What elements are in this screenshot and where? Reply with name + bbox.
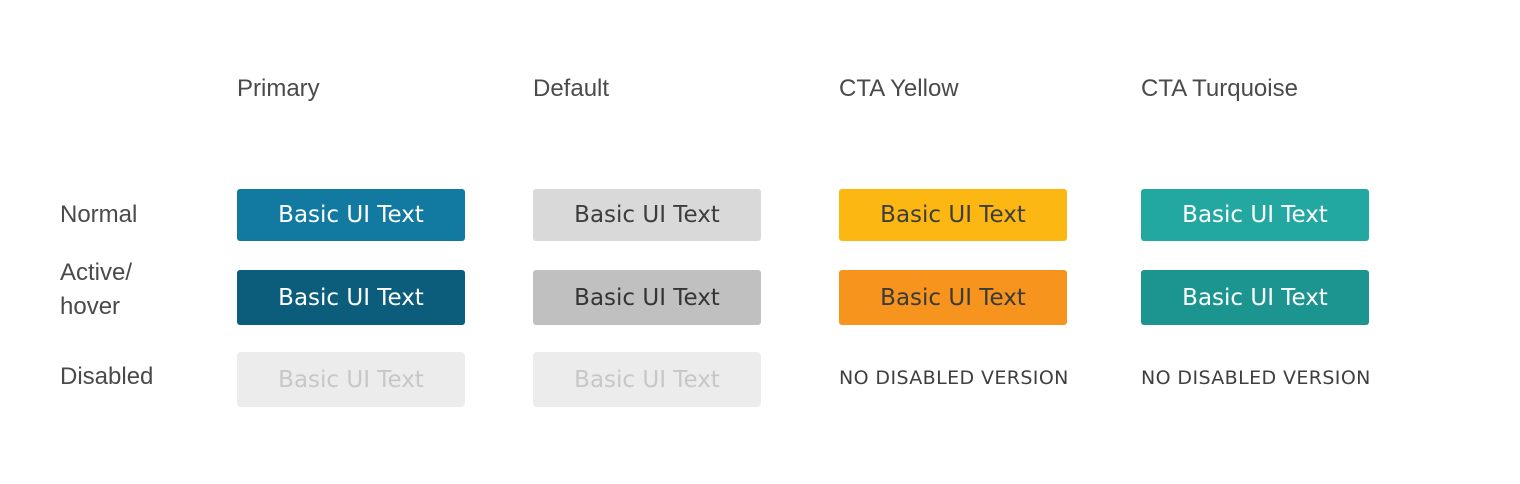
default-button-disabled: Basic UI Text bbox=[533, 352, 761, 407]
default-button-active[interactable]: Basic UI Text bbox=[533, 270, 761, 325]
primary-button-active[interactable]: Basic UI Text bbox=[237, 270, 465, 325]
column-header-primary: Primary bbox=[237, 75, 320, 102]
default-button-normal[interactable]: Basic UI Text bbox=[533, 189, 761, 241]
column-header-default: Default bbox=[533, 75, 610, 102]
cta-turquoise-button-active[interactable]: Basic UI Text bbox=[1141, 270, 1369, 325]
row-label-normal: Normal bbox=[60, 201, 138, 228]
row-label-active-hover: Active/ hover bbox=[60, 259, 133, 320]
cta-turquoise-no-disabled-note: NO DISABLED VERSION bbox=[1141, 367, 1371, 389]
cta-turquoise-button-normal[interactable]: Basic UI Text bbox=[1141, 189, 1369, 241]
primary-button-normal[interactable]: Basic UI Text bbox=[237, 189, 465, 241]
primary-button-disabled: Basic UI Text bbox=[237, 352, 465, 407]
cta-yellow-button-active[interactable]: Basic UI Text bbox=[839, 270, 1067, 325]
column-header-cta-yellow: CTA Yellow bbox=[839, 75, 959, 102]
cta-yellow-no-disabled-note: NO DISABLED VERSION bbox=[839, 367, 1069, 389]
cta-yellow-button-normal[interactable]: Basic UI Text bbox=[839, 189, 1067, 241]
column-header-cta-turquoise: CTA Turquoise bbox=[1141, 75, 1298, 102]
row-label-disabled: Disabled bbox=[60, 363, 154, 390]
